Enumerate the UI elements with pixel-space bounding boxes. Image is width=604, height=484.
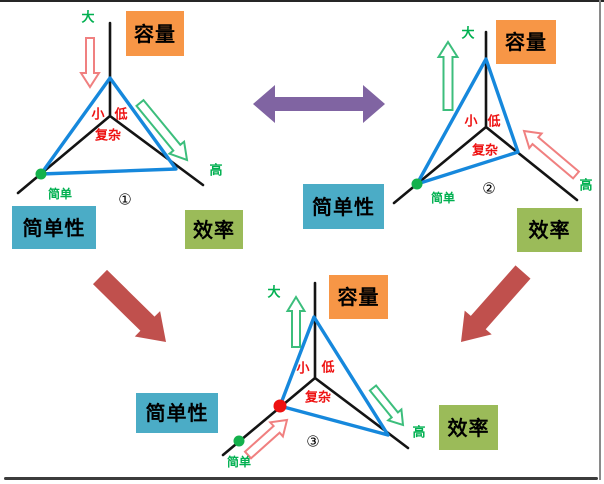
axes [392,30,579,205]
frame-right-border [599,0,601,480]
tradeoff-triangle [39,76,178,176]
diagram-number: ③ [306,432,320,451]
axis-label-large: 大 [81,10,95,26]
efficiency-box: 效率 [439,405,498,450]
simplicity-decrease-arrow [243,418,289,460]
axis-label-complex: 复杂 [94,128,122,144]
axis-label-small: 小 [296,361,310,377]
efficiency-decrease-arrow [522,129,581,180]
axis-label-small: 小 [91,107,105,123]
axis-label-complex: 复杂 [471,143,499,159]
capacity-box: 容量 [496,20,556,64]
tradeoff-triangle [415,57,520,186]
capacity-increase-arrow [436,40,460,111]
tradeoff-triangle [278,315,390,437]
axis-label-simple: 简单 [226,455,252,469]
diagram-number: ① [118,190,132,209]
diagram-3 [221,281,410,460]
efficiency-increase-arrow [135,98,189,162]
efficiency-box: 效率 [517,208,582,252]
complex-state-dot [273,399,287,413]
simplicity-box: 简单性 [303,184,384,229]
axis-label-large: 大 [461,26,475,42]
axis-label-low: 低 [114,107,128,123]
capacity-box: 容量 [329,275,388,319]
axis-label-large: 大 [267,285,281,301]
capacity-decrease-arrow [79,37,101,89]
axis-label-high: 高 [412,425,426,441]
diagram-number: ② [482,179,496,198]
simple-state-dot [411,178,423,190]
transition-arrow-right [461,265,531,342]
axis-label-low: 低 [487,114,501,130]
simplicity-box: 简单性 [136,393,218,433]
capacity-box: 容量 [126,11,184,56]
axes [16,21,205,195]
axis-label-simple: 简单 [47,187,73,201]
swap-double-arrow [253,85,385,123]
efficiency-box: 效率 [185,210,243,249]
frame-top-border [0,0,604,2]
diagram-1 [16,21,205,195]
transition-arrow-left [92,269,166,342]
axis-label-high: 高 [209,163,223,179]
simple-state-dot [233,435,245,447]
axis-label-high: 高 [579,178,593,194]
axis-label-complex: 复杂 [304,390,332,406]
simplicity-box: 简单性 [12,206,96,249]
diagram-2 [392,30,581,205]
axis-label-small: 小 [464,114,478,130]
axis-label-simple: 简单 [430,191,456,205]
capacity-increase-arrow [285,295,307,348]
simple-state-dot [35,168,47,180]
frame-bottom-border [4,477,598,480]
efficiency-increase-arrow [368,384,405,427]
axis-label-low: 低 [321,360,335,376]
